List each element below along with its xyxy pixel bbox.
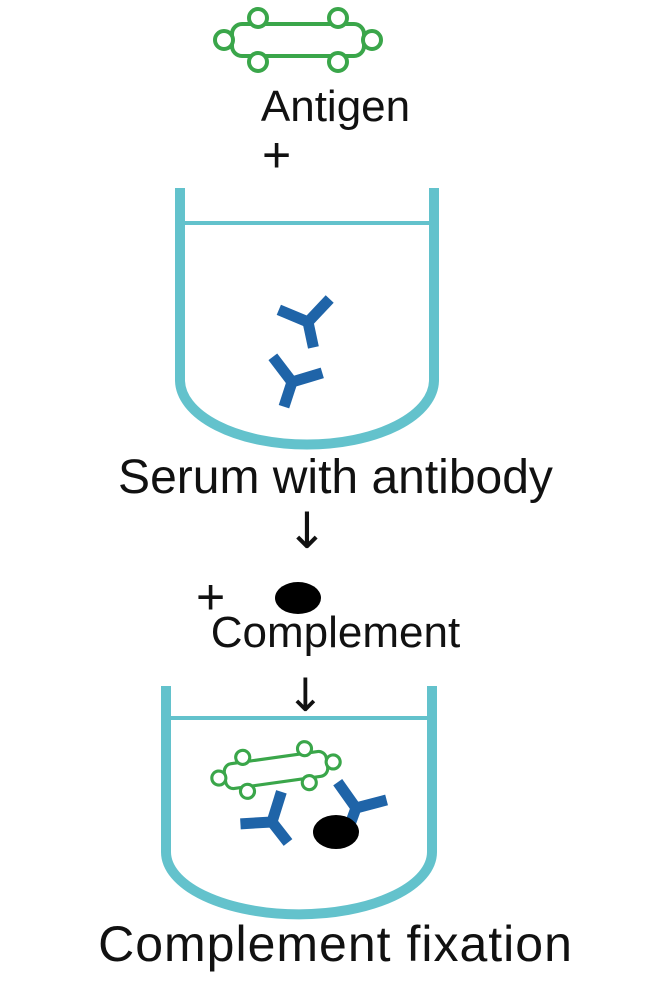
plus-sign: + [262, 130, 291, 180]
antibody-icon [259, 357, 322, 415]
antibody-icon [279, 299, 339, 353]
antibody-icon [240, 792, 308, 859]
down-arrow-icon: ↓ [286, 506, 328, 556]
complement-label: Complement [0, 608, 671, 658]
down-arrow-icon: ↓ [286, 672, 325, 718]
antigen-label: Antigen [0, 82, 671, 132]
complement-fixation-label: Complement fixation [0, 915, 671, 973]
complement-icon [313, 815, 359, 849]
serum-label: Serum with antibody [0, 450, 671, 505]
antigen-icon [215, 9, 381, 71]
